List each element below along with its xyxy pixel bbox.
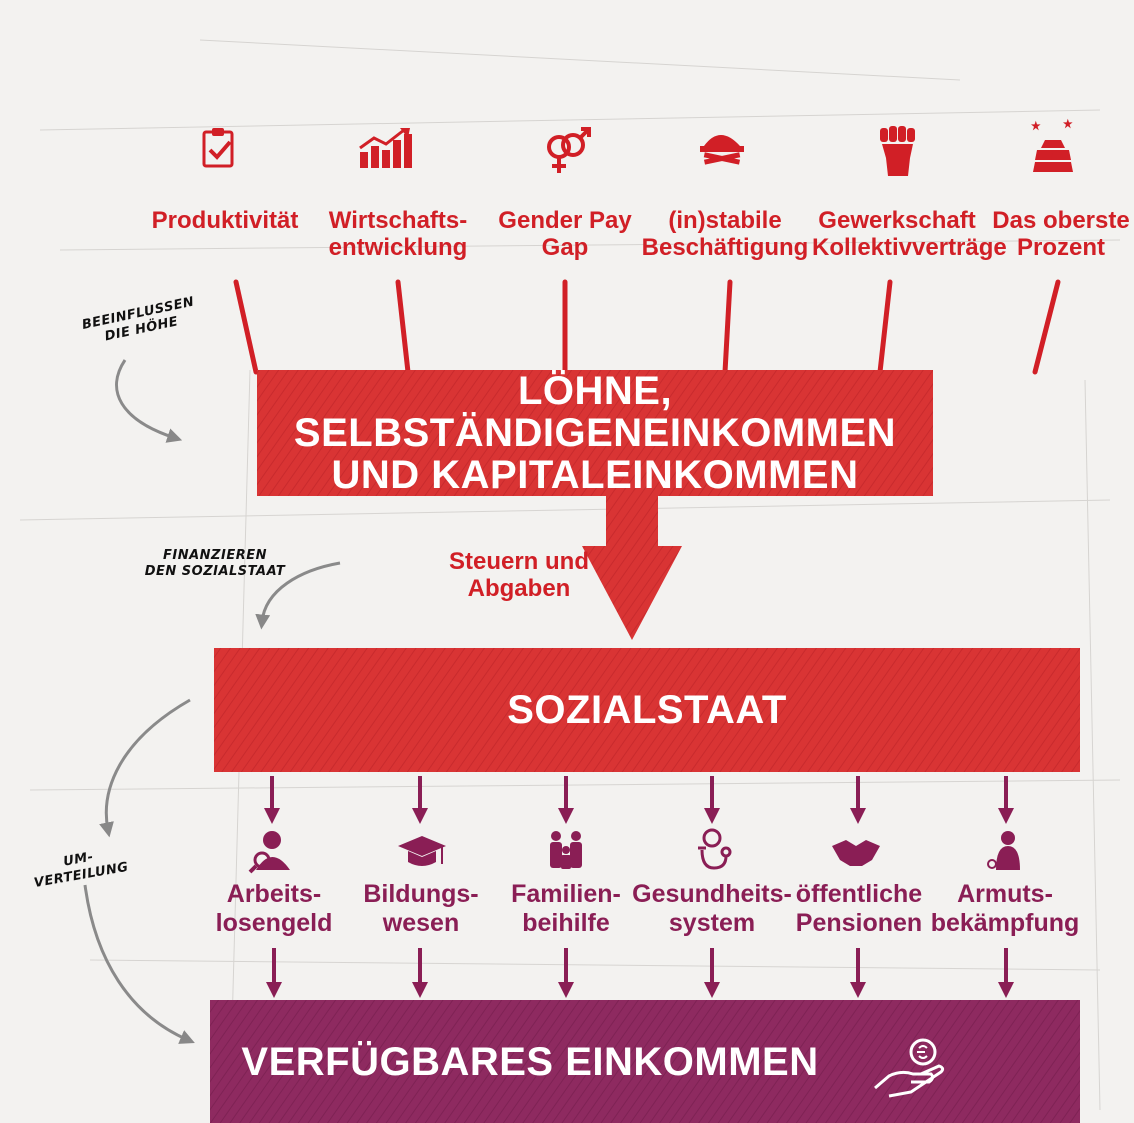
hardhat-tools-icon bbox=[700, 135, 744, 165]
child-icon bbox=[987, 831, 1020, 870]
factor-label-productivity: Produktivität bbox=[151, 207, 299, 234]
incomes-box: LÖHNE, SELBSTÄNDIGENEINKOMMEN UND KAPITA… bbox=[257, 370, 933, 496]
factor-line-1 bbox=[233, 279, 259, 375]
growth-chart-icon bbox=[359, 128, 412, 168]
welfare-box: SOZIALSTAAT bbox=[214, 648, 1080, 772]
factor-label-gender-pay-gap: Gender Pay Gap bbox=[498, 207, 632, 261]
service-label-unemployment: Arbeits- losengeld bbox=[215, 880, 333, 937]
gender-symbols-icon bbox=[547, 127, 591, 173]
factor-line-4 bbox=[722, 279, 733, 375]
disposable-box-title: VERFÜGBARES EINKOMMEN bbox=[241, 1039, 819, 1084]
factor-label-economic-development: Wirtschafts- entwicklung bbox=[328, 207, 468, 261]
service-label-education: Bildungs- wesen bbox=[363, 880, 479, 937]
disposable-box: VERFÜGBARES EINKOMMEN bbox=[210, 1000, 850, 1123]
service-label-poverty: Armuts- bekämpfung bbox=[930, 880, 1080, 937]
influence-arrow bbox=[115, 359, 183, 443]
job-search-icon bbox=[248, 831, 290, 874]
factor-line-6 bbox=[1032, 279, 1061, 375]
graduation-cap-icon bbox=[398, 836, 446, 866]
clipboard-check-icon bbox=[202, 128, 234, 168]
note-finance: FINANZIEREN DEN SOZIALSTAAT bbox=[144, 548, 286, 579]
finance-arrow bbox=[255, 561, 341, 630]
service-label-family: Familien- beihilfe bbox=[511, 880, 621, 937]
redistribution-arrow-top bbox=[99, 698, 191, 838]
disposable-box-fill bbox=[210, 1000, 1080, 1123]
factor-label-top-percent: Das oberste Prozent bbox=[992, 207, 1130, 261]
taxes-label: Steuern und Abgaben bbox=[448, 548, 589, 602]
hand-euro-coin-icon bbox=[874, 1038, 945, 1098]
gold-bars-icon bbox=[1031, 118, 1073, 172]
redistribution-arrow-bottom bbox=[83, 884, 195, 1044]
service-label-health: Gesundheits- system bbox=[632, 880, 792, 937]
factor-line-2 bbox=[395, 279, 411, 375]
raised-fist-icon bbox=[880, 126, 915, 176]
incomes-box-fill bbox=[257, 370, 933, 496]
welfare-box-title: SOZIALSTAAT bbox=[507, 688, 787, 732]
incomes-box-title: LÖHNE, SELBSTÄNDIGENEINKOMMEN UND KAPITA… bbox=[293, 369, 897, 497]
handshake-icon bbox=[832, 840, 880, 866]
family-icon bbox=[550, 831, 582, 869]
factor-label-employment: (in)stabile Beschäftigung bbox=[641, 207, 809, 261]
service-label-pensions: öffentliche Pensionen bbox=[795, 880, 923, 937]
stethoscope-icon bbox=[698, 828, 732, 870]
taxes-arrow bbox=[582, 494, 682, 640]
factor-label-union: Gewerkschaft Kollektivverträge bbox=[812, 207, 1007, 261]
factor-line-5 bbox=[877, 279, 893, 375]
welfare-box-fill bbox=[214, 648, 1080, 772]
